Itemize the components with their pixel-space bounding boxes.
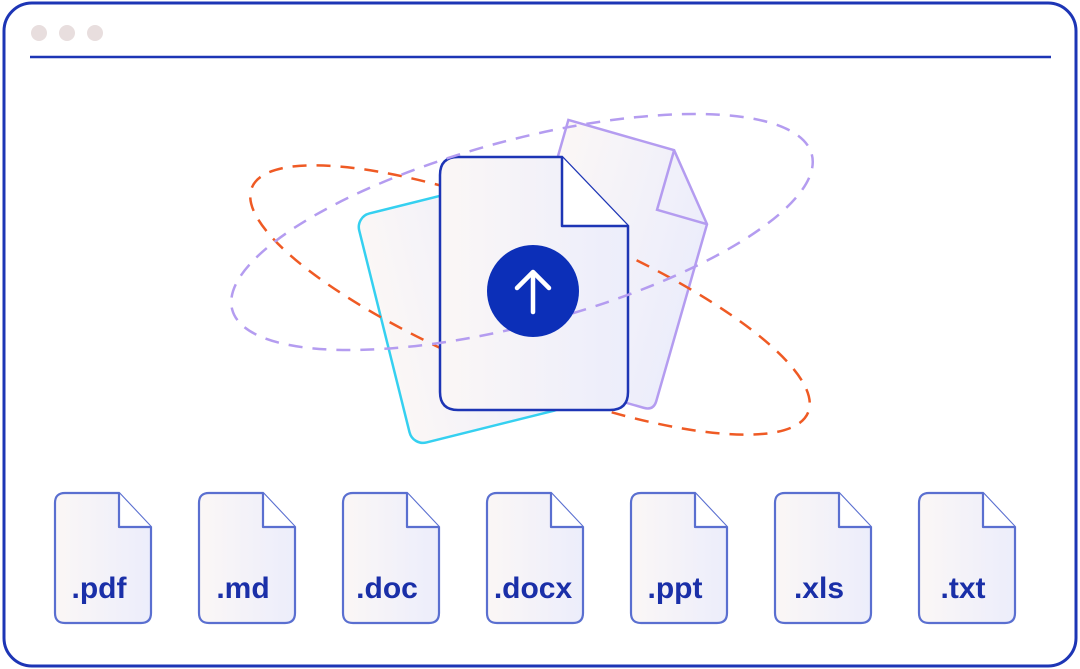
window-dot-icon[interactable]	[87, 25, 103, 41]
file-type-label: .docx	[494, 572, 573, 605]
upload-button[interactable]	[487, 245, 579, 337]
file-type-label: .doc	[356, 572, 418, 605]
file-type-pdf[interactable]: .pdf	[53, 491, 153, 625]
file-type-docx[interactable]: .docx	[485, 491, 585, 625]
file-type-label: .txt	[941, 572, 986, 605]
orbit-purple	[229, 112, 815, 352]
upload-illustration	[229, 112, 815, 445]
file-type-xls[interactable]: .xls	[773, 491, 873, 625]
window-controls	[31, 25, 103, 41]
file-type-label: .pdf	[72, 572, 128, 605]
file-type-txt[interactable]: .txt	[917, 491, 1017, 625]
file-type-label: .md	[216, 572, 269, 605]
window-dot-icon[interactable]	[59, 25, 75, 41]
file-type-doc[interactable]: .doc	[341, 491, 441, 625]
file-type-md[interactable]: .md	[197, 491, 297, 625]
file-type-list: .pdf .md .doc .docx .ppt .xls	[53, 491, 1017, 625]
file-type-ppt[interactable]: .ppt	[629, 491, 729, 625]
file-type-label: .xls	[794, 572, 844, 605]
file-type-label: .ppt	[648, 572, 703, 605]
window-dot-icon[interactable]	[31, 25, 47, 41]
arrow-up-icon	[514, 269, 552, 315]
